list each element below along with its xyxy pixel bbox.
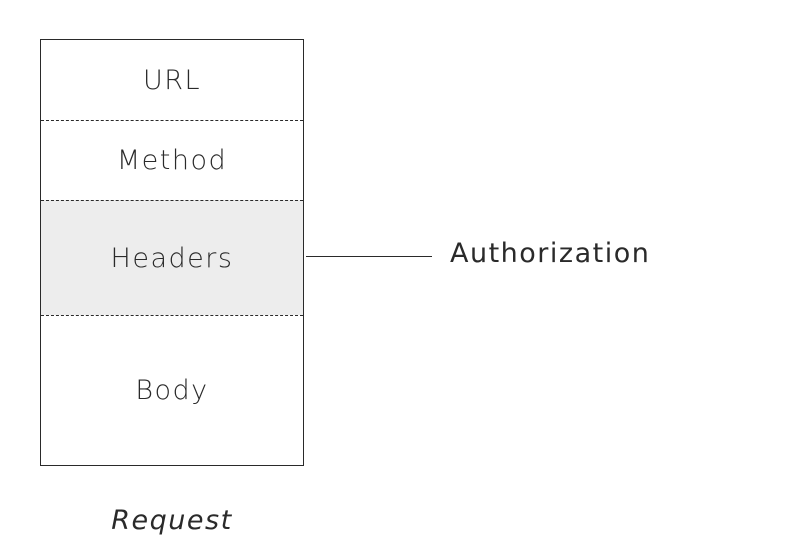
request-caption: Request bbox=[111, 505, 233, 536]
section-body-label: Body bbox=[135, 375, 209, 406]
request-diagram: URL Method Headers Body bbox=[40, 39, 304, 466]
section-headers: Headers bbox=[41, 200, 303, 315]
section-body: Body bbox=[41, 315, 303, 465]
section-method-label: Method bbox=[116, 145, 228, 176]
section-method: Method bbox=[41, 120, 303, 200]
section-url-label: URL bbox=[142, 64, 202, 96]
section-url: URL bbox=[41, 40, 303, 120]
authorization-connector-line bbox=[306, 256, 432, 257]
authorization-callout-label: Authorization bbox=[450, 238, 651, 269]
section-headers-label: Headers bbox=[110, 242, 234, 274]
